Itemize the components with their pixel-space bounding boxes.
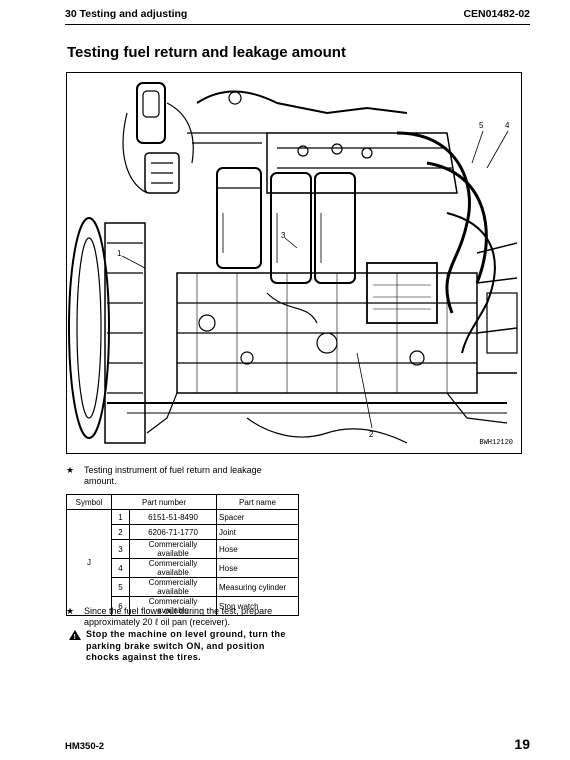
header-part-name: Part name bbox=[216, 494, 299, 510]
part-name: Spacer bbox=[216, 509, 299, 525]
header-symbol: Symbol bbox=[66, 494, 112, 510]
row-number: 3 bbox=[111, 539, 130, 559]
engine-illustration bbox=[68, 82, 518, 444]
part-number: Commercially available bbox=[129, 539, 217, 559]
warning-text: Stop the machine on level ground, turn t… bbox=[86, 629, 286, 662]
footer-model: HM350-2 bbox=[65, 741, 105, 752]
part-name: Hose bbox=[216, 539, 299, 559]
star-icon: ★ bbox=[66, 606, 75, 616]
part-number: Commercially available bbox=[129, 577, 217, 597]
header-part-number: Part number bbox=[111, 494, 217, 510]
note-testing-instrument: ★ Testing instrument of fuel return and … bbox=[66, 465, 296, 489]
part-number: 6151-51-8490 bbox=[129, 509, 217, 525]
part-number: 6206-71-1770 bbox=[129, 524, 217, 540]
page-title: Testing fuel return and leakage amount bbox=[67, 44, 346, 61]
header-doc-code: CEN01482-02 bbox=[463, 8, 530, 20]
table-row: J 1 6151-51-8490 Spacer bbox=[66, 509, 299, 616]
table-row: 4 Commercially available Hose bbox=[67, 558, 299, 578]
part-number: Commercially available bbox=[129, 558, 217, 578]
symbol-cell: J bbox=[66, 509, 112, 616]
footer-page-number: 19 bbox=[514, 736, 530, 752]
table-header-row: Symbol Part number Part name bbox=[66, 494, 299, 510]
figure-code: BWH12120 bbox=[479, 439, 513, 447]
note-fuel-flow: ★ Since the fuel flows out during the te… bbox=[66, 606, 296, 628]
row-number: 1 bbox=[111, 509, 130, 525]
warning-triangle-icon: ! bbox=[69, 630, 81, 641]
row-number: 6 bbox=[111, 596, 130, 616]
row-number: 4 bbox=[111, 558, 130, 578]
part-name: Joint bbox=[216, 524, 299, 540]
callout-4: 4 bbox=[505, 121, 510, 130]
callout-1: 1 bbox=[117, 249, 122, 258]
callout-5: 5 bbox=[479, 121, 484, 130]
star-icon: ★ bbox=[66, 465, 75, 475]
part-name: Stop watch bbox=[216, 596, 299, 616]
table-row: 3 Commercially available Hose bbox=[67, 539, 299, 559]
part-name: Hose bbox=[216, 558, 299, 578]
row-number: 2 bbox=[111, 524, 130, 540]
part-name: Measuring cylinder bbox=[216, 577, 299, 597]
tools-table: Symbol Part number Part name J 1 6151-51… bbox=[66, 494, 299, 616]
header-rule bbox=[65, 24, 530, 25]
table-row: 5 Commercially available Measuring cylin… bbox=[67, 577, 299, 597]
row-number: 5 bbox=[111, 577, 130, 597]
callout-2: 2 bbox=[369, 430, 374, 439]
callout-3: 3 bbox=[281, 231, 286, 240]
note-text: Testing instrument of fuel return and le… bbox=[84, 465, 262, 486]
engine-figure: 1 2 3 4 5 BWH12120 bbox=[66, 72, 522, 454]
table-row: 6 Commercially available Stop watch bbox=[67, 596, 299, 616]
header-section: 30 Testing and adjusting bbox=[65, 8, 188, 20]
part-number: Commercially available bbox=[129, 596, 217, 616]
note-text: Since the fuel flows out during the test… bbox=[84, 606, 273, 627]
